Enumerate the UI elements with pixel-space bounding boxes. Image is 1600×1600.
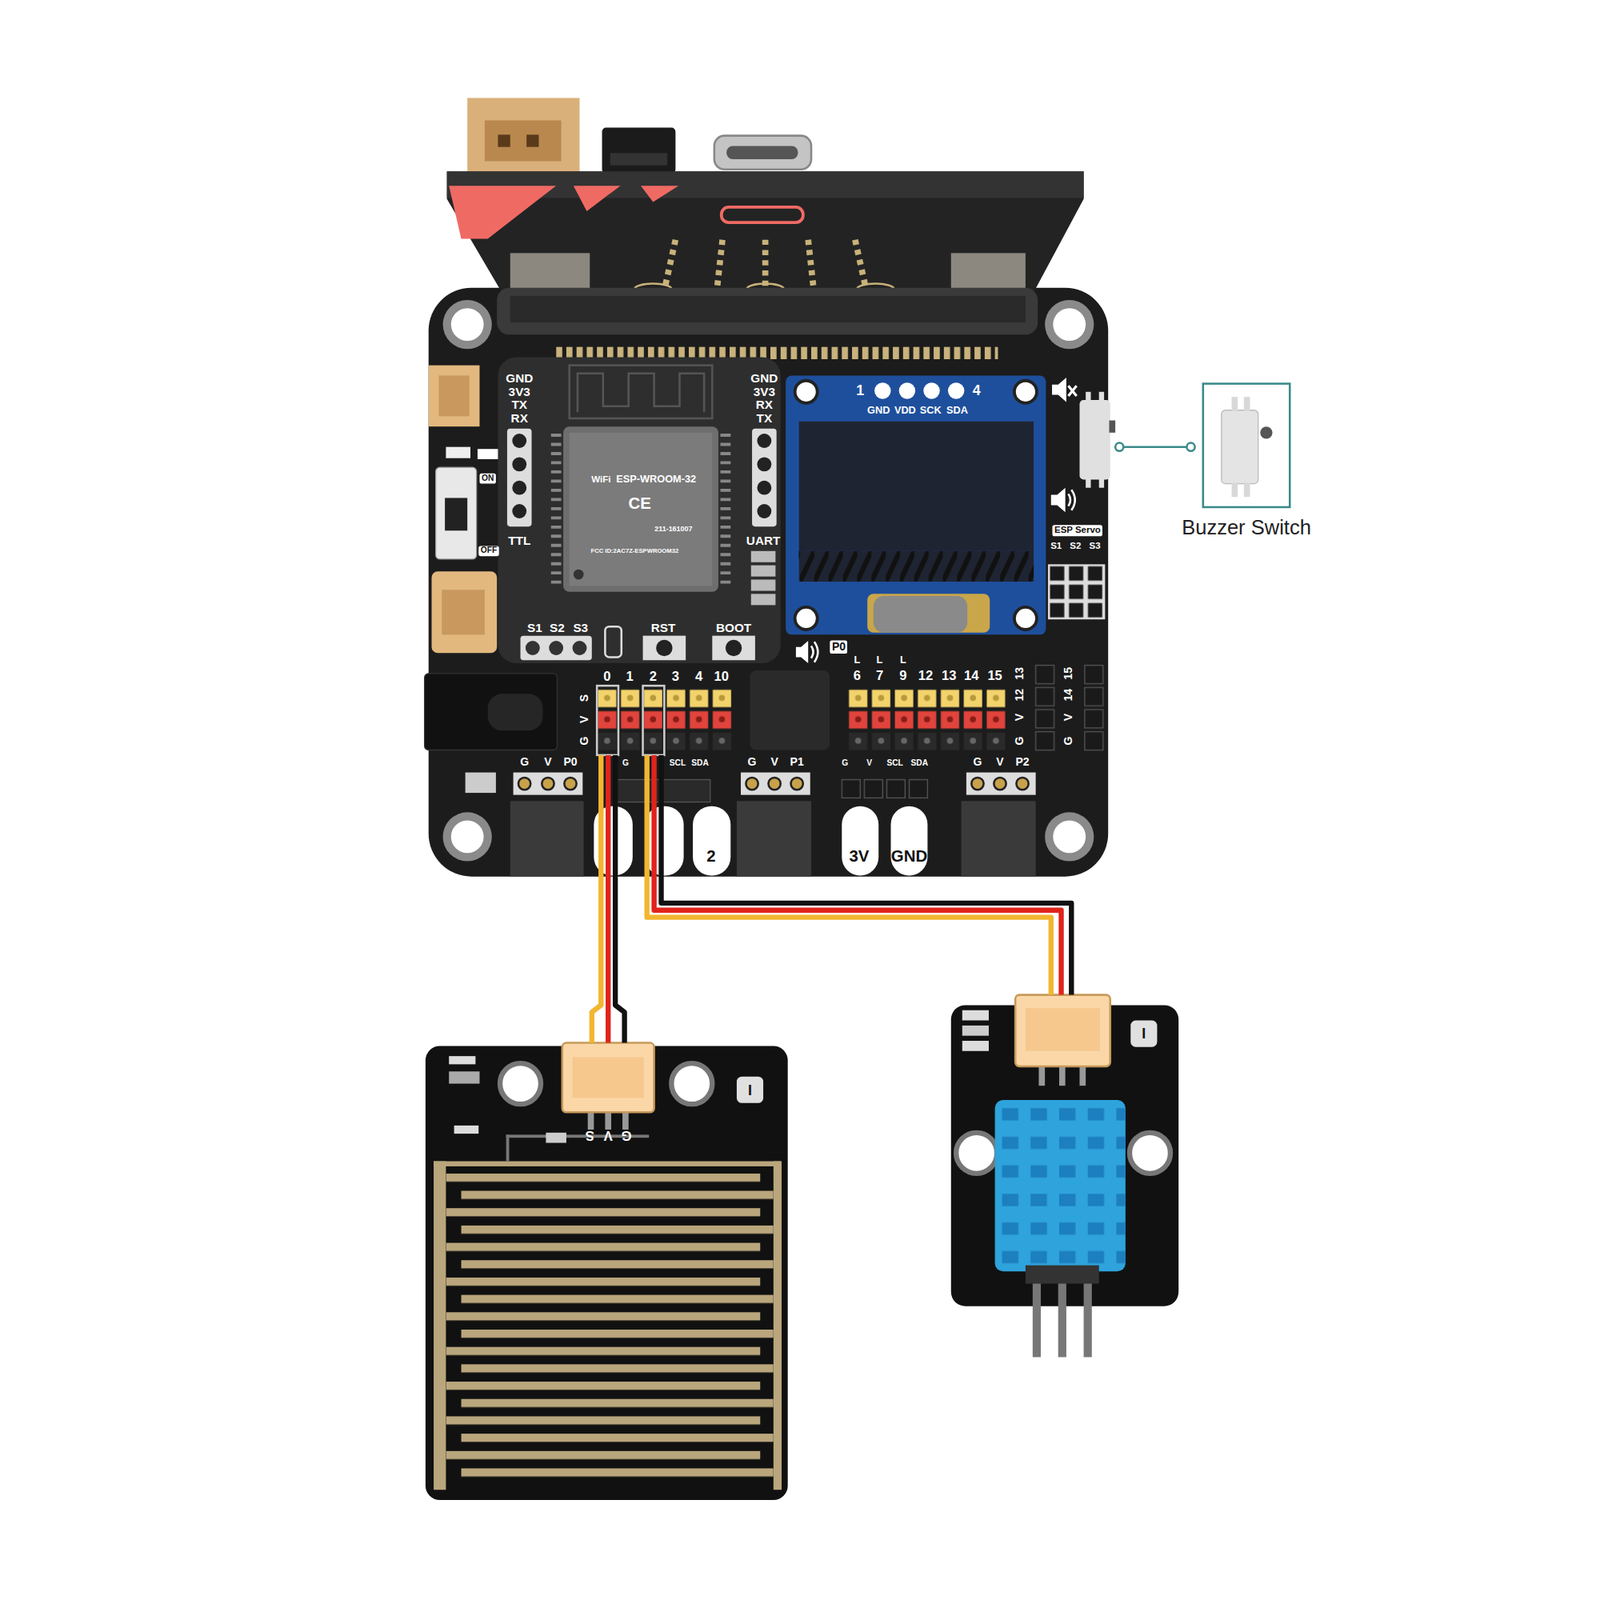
pin-label: ON [479, 473, 496, 484]
pin-label: P0 [829, 640, 848, 654]
pin-label: 14 [964, 668, 979, 683]
pin-label: V [866, 759, 872, 768]
pin-label: G [1013, 736, 1025, 746]
pin-label: V [544, 756, 552, 768]
pin-label: TX [511, 399, 528, 412]
pin-label: GND [867, 404, 890, 416]
pin-label: S2 [549, 621, 565, 634]
callout-box: Buzzer Switch [1202, 382, 1292, 508]
pin-label: S [585, 1128, 595, 1143]
pin-label: S3 [572, 621, 588, 634]
pin-label: V [579, 716, 591, 724]
pin-label: P2 [1015, 756, 1029, 768]
pin-label: L [900, 655, 907, 666]
pin-label: V [1013, 713, 1025, 721]
pin-label: 211-161007 [654, 524, 692, 532]
pin-label: L [876, 655, 884, 666]
pin-label: 1 [625, 669, 633, 684]
pin-label: 15 [987, 668, 1002, 683]
pin-label: L [854, 655, 861, 666]
pin-label: OFF [478, 545, 500, 556]
pin-label: G [972, 756, 982, 768]
pin-label: I [1141, 1026, 1146, 1041]
pin-label: TTL [508, 534, 531, 547]
pin-label: 3V3 [508, 385, 531, 398]
pin-label: SDA [946, 404, 968, 416]
pin-label: 3 [672, 669, 680, 684]
pin-label: S1 [1050, 541, 1062, 551]
pin-label: G [520, 756, 529, 768]
pin-label: 13 [941, 668, 956, 683]
pin-label: P1 [790, 756, 804, 768]
pin-label: WiFi [591, 475, 611, 484]
pin-label: 6 [853, 668, 861, 683]
pin-label: 3V3 [753, 385, 776, 398]
pin-label: G [621, 1128, 632, 1143]
pin-label: RX [756, 399, 773, 412]
pin-label: SCL [886, 759, 903, 768]
pin-label: GND [505, 372, 533, 385]
pin-label: 15 [1062, 667, 1074, 680]
pin-label: CE [628, 496, 652, 512]
pin-label: 9 [899, 668, 907, 683]
pin-label: 2 [706, 848, 716, 864]
pin-label: 0 [603, 669, 611, 684]
pin-label: G [622, 759, 629, 768]
pin-label: SCL [669, 759, 686, 768]
pin-label: VDD [894, 404, 916, 416]
pin-label: TX [756, 412, 773, 424]
pin-label: GND [891, 848, 928, 864]
pin-label: 3V [848, 848, 869, 864]
pin-label: 10 [714, 669, 729, 684]
pin-label: 2 [649, 669, 657, 684]
pin-label: 14 [1062, 688, 1074, 702]
callout-label: Buzzer Switch [1181, 516, 1312, 539]
pin-label: S2 [1069, 541, 1081, 551]
pin-label: S1 [527, 621, 543, 634]
pin-label: V [996, 756, 1004, 768]
pin-label: BOOT [716, 621, 752, 634]
pin-label: V [604, 1128, 613, 1143]
pin-label: GND [750, 372, 778, 385]
pin-label: G [579, 736, 591, 746]
pin-label: SDA [910, 759, 928, 768]
pin-label: 12 [918, 668, 933, 683]
pin-label: ESP-WROOM-32 [616, 474, 696, 485]
pin-label: 12 [1013, 688, 1025, 702]
pin-label: 13 [1013, 667, 1025, 680]
pin-label: V [1062, 713, 1074, 721]
pin-label: 4 [972, 382, 981, 397]
pin-label: ESP Servo [1052, 524, 1103, 536]
pin-label: 7 [876, 668, 884, 683]
pin-label: V [770, 756, 778, 768]
pin-label: S3 [1089, 541, 1101, 551]
pin-label: FCC ID:2AC7Z-ESPWROOM32 [591, 548, 680, 555]
pin-label: G [841, 759, 848, 768]
pin-label: SCK [920, 404, 942, 416]
pin-label: G [1062, 736, 1074, 746]
pin-label: P0 [563, 756, 577, 768]
pin-label: SDA [691, 759, 709, 768]
pin-label: 1 [856, 382, 864, 397]
pin-label: S [579, 694, 591, 702]
pin-label: 4 [695, 669, 703, 684]
pin-label: UART [746, 534, 781, 547]
pin-label: RX [511, 412, 528, 424]
pin-label: I [748, 1082, 752, 1097]
pin-label: G [748, 756, 757, 768]
pin-label: RST [651, 621, 676, 634]
